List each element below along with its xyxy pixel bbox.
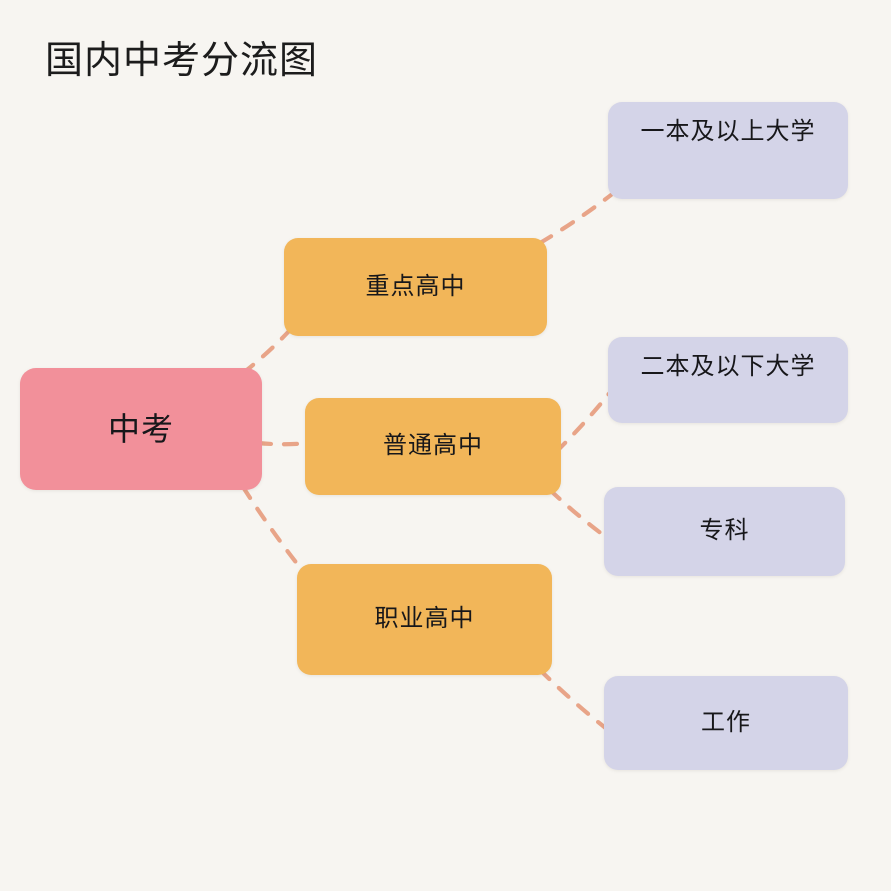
node-label-normal_hs: 普通高中 [383,432,483,460]
node-key_hs[interactable]: 重点高中 [284,238,547,336]
page-title: 国内中考分流图 [45,40,319,82]
node-label-tier1_uni: 一本及以上大学 [640,118,816,145]
node-label-zhongkao: 中考 [107,410,174,447]
node-zhongkao[interactable]: 中考 [20,368,262,490]
node-work[interactable]: 工作 [604,676,848,770]
node-college[interactable]: 专科 [604,487,845,576]
node-label-tier2_uni: 二本及以下大学 [640,353,816,380]
node-normal_hs[interactable]: 普通高中 [305,398,561,495]
node-label-vocat_hs: 职业高中 [374,605,475,633]
node-tier2_uni[interactable]: 二本及以下大学 [608,337,848,423]
node-label-college: 专科 [699,517,750,545]
node-label-key_hs: 重点高中 [365,272,466,300]
node-vocat_hs[interactable]: 职业高中 [297,564,552,675]
node-label-work: 工作 [701,708,751,736]
node-tier1_uni[interactable]: 一本及以上大学 [608,102,848,199]
